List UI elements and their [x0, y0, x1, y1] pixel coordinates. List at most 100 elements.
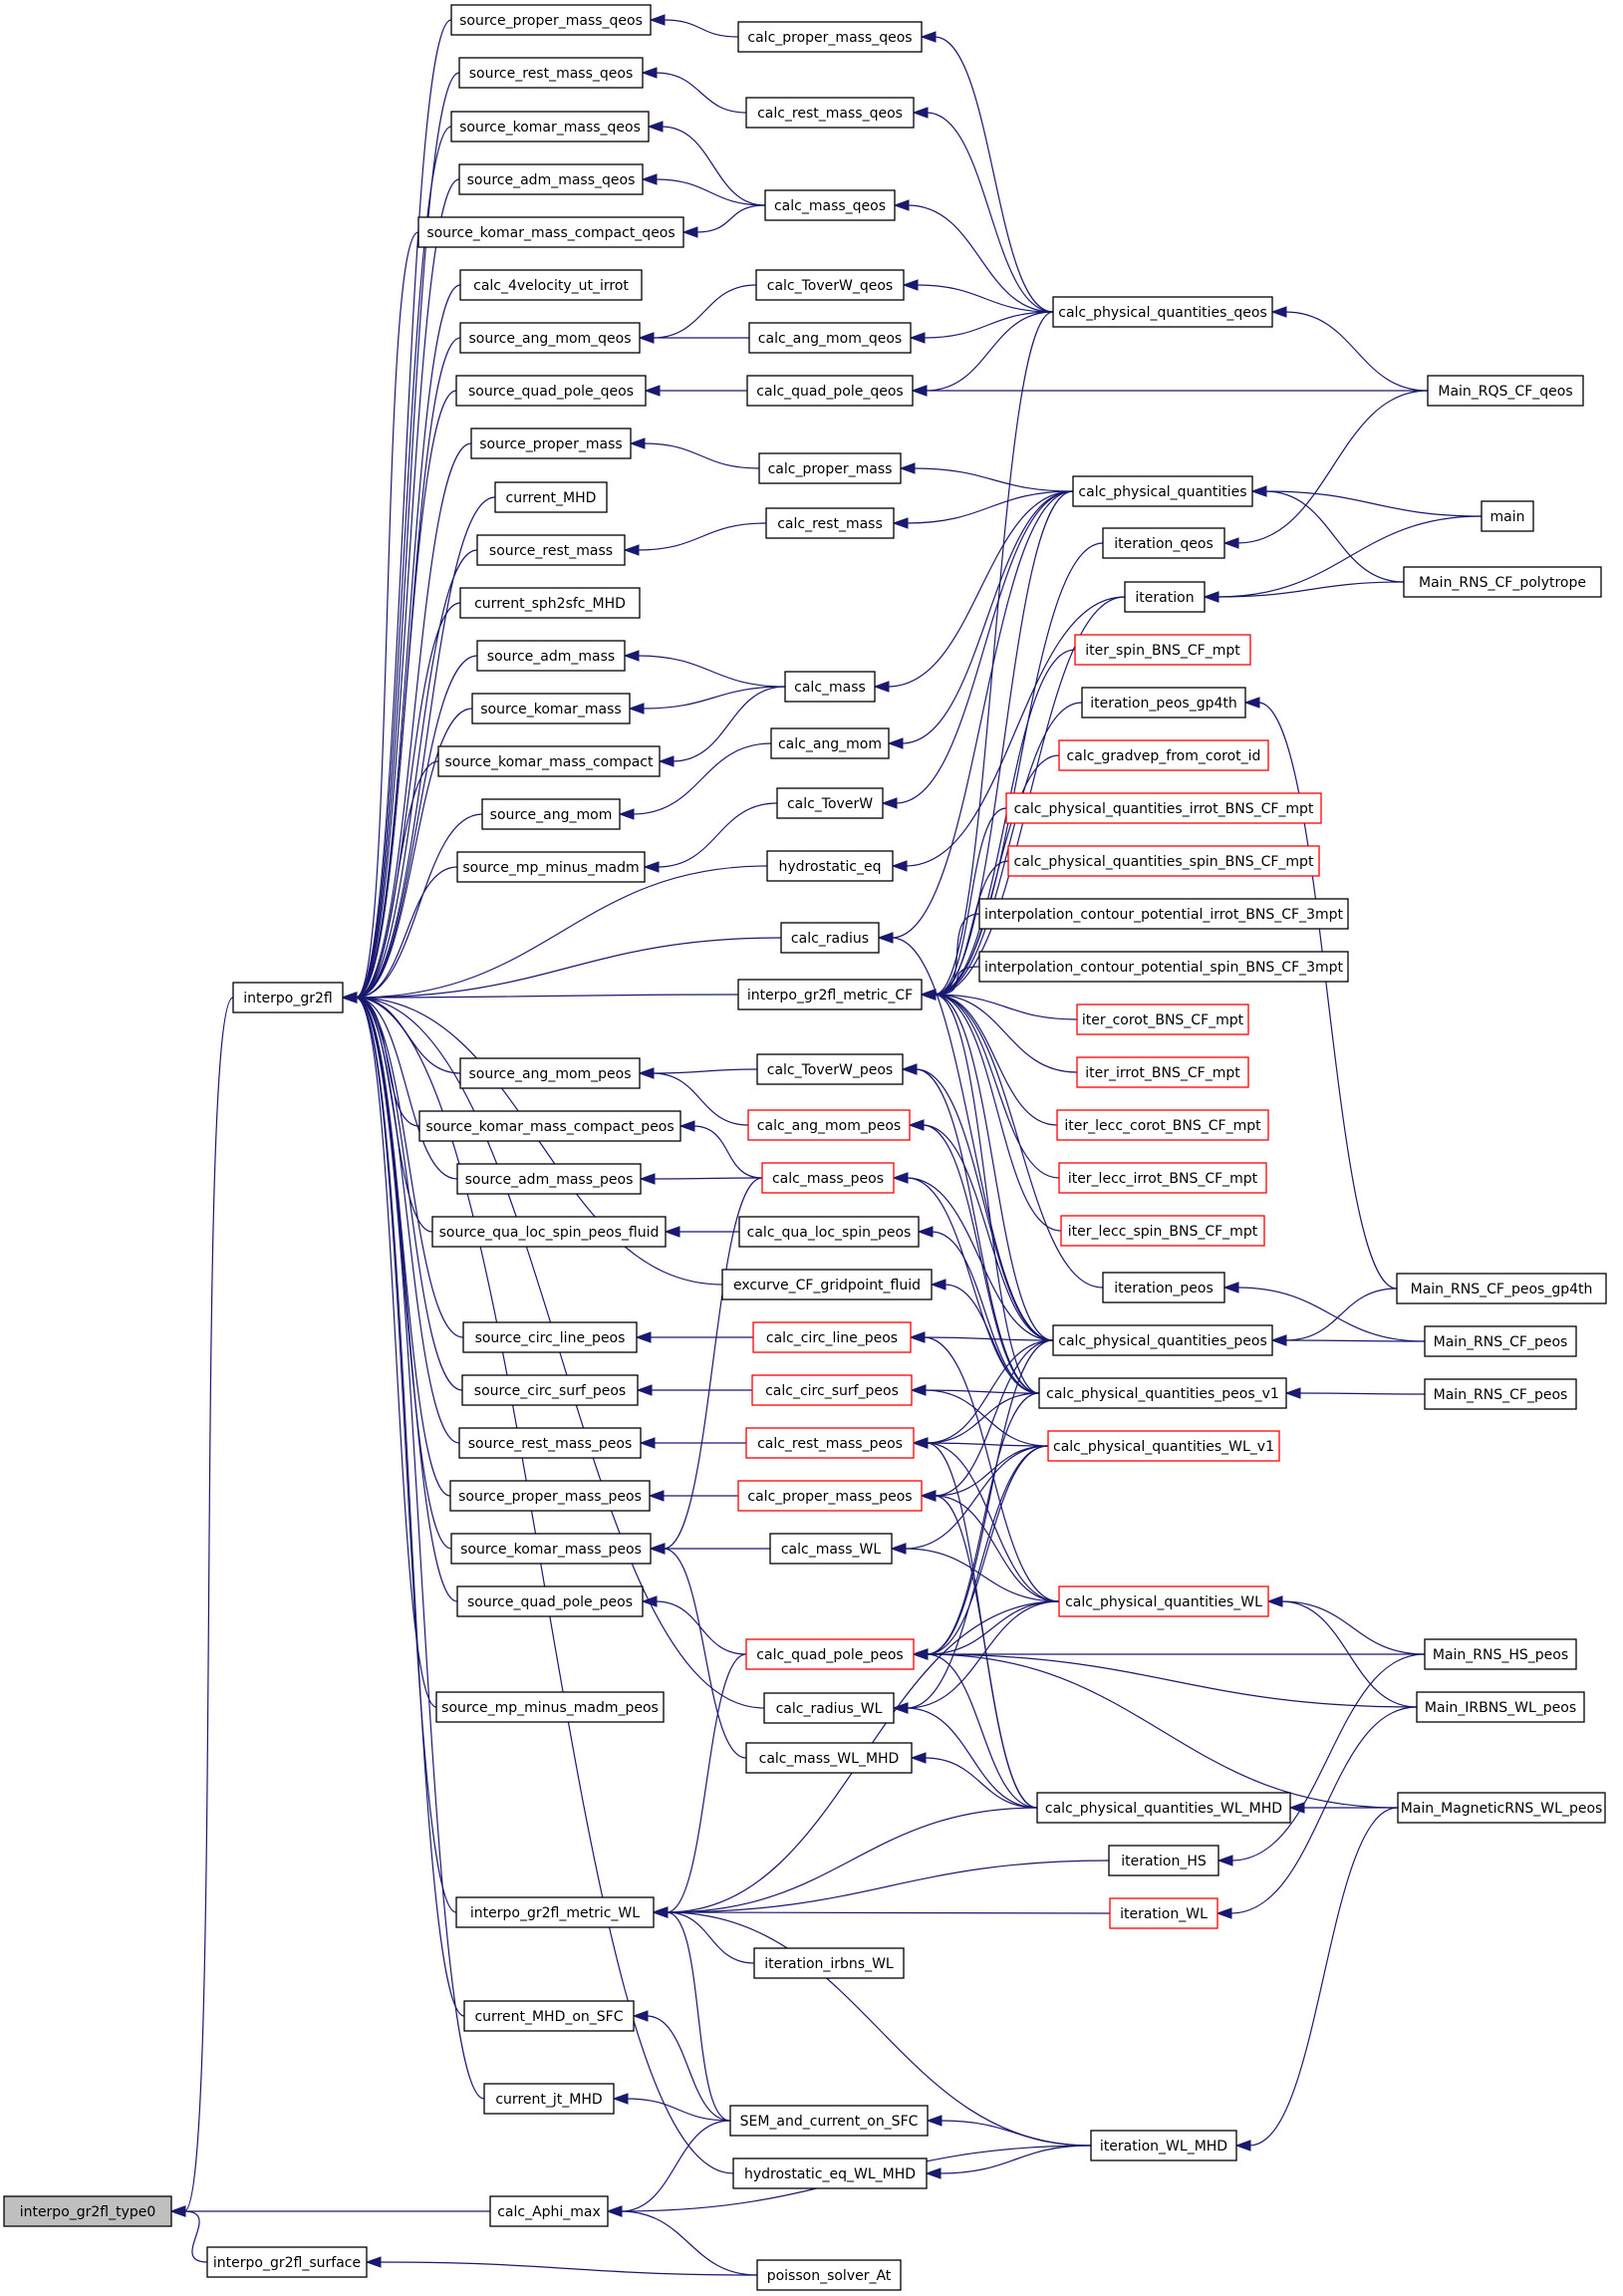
node-box[interactable]: [732, 2157, 928, 2189]
node-box[interactable]: [1036, 1792, 1291, 1824]
node-interpo-gr2fl-type0[interactable]: interpo_gr2fl_type0: [3, 2195, 172, 2227]
node-source-komar-mass-compact-peos[interactable]: source_komar_mass_compact_peos: [418, 1110, 681, 1142]
node-calc-qua-loc-spin-peos[interactable]: calc_qua_loc_spin_peos: [738, 1216, 920, 1248]
node-box[interactable]: [1416, 1691, 1585, 1723]
node-iter-lecc-irrot-bns-cf-mpt[interactable]: iter_lecc_irrot_BNS_CF_mpt: [1058, 1162, 1267, 1194]
node-sem-and-current-on-sfc[interactable]: SEM_and_current_on_SFC: [729, 2105, 929, 2137]
node-box[interactable]: [483, 2083, 615, 2115]
node-calc-physical-quantities-peos-v1[interactable]: calc_physical_quantities_peos_v1: [1038, 1377, 1287, 1409]
node-box[interactable]: [481, 798, 621, 830]
node-box[interactable]: [747, 1109, 911, 1141]
node-source-ang-mom-peos[interactable]: source_ang_mom_peos: [459, 1057, 641, 1089]
node-calc-physical-quantities-irrot-bns-cf-mpt[interactable]: calc_physical_quantities_irrot_BNS_CF_mp…: [1005, 792, 1322, 824]
node-box[interactable]: [456, 1163, 642, 1195]
node-box[interactable]: [978, 898, 1349, 930]
node-iter-lecc-spin-bns-cf-mpt[interactable]: iter_lecc_spin_BNS_CF_mpt: [1060, 1215, 1265, 1247]
node-box[interactable]: [729, 2105, 929, 2137]
node-box[interactable]: [737, 979, 923, 1010]
node-iteration-irbns-wl[interactable]: iteration_irbns_WL: [753, 1947, 905, 1979]
node-box[interactable]: [458, 1427, 642, 1459]
node-box[interactable]: [752, 1321, 912, 1353]
node-source-rest-mass-qeos[interactable]: source_rest_mass_qeos: [458, 57, 644, 89]
node-source-qua-loc-spin-peos-fluid[interactable]: source_qua_loc_spin_peos_fluid: [431, 1216, 667, 1248]
node-box[interactable]: [1481, 500, 1534, 532]
node-box[interactable]: [761, 1162, 895, 1194]
node-iter-corot-bns-cf-mpt[interactable]: iter_corot_BNS_CF_mpt: [1076, 1004, 1249, 1035]
node-current-jt-mhd[interactable]: current_jt_MHD: [483, 2083, 615, 2115]
node-source-rest-mass[interactable]: source_rest_mass: [476, 534, 626, 566]
node-box[interactable]: [745, 97, 915, 129]
node-current-mhd[interactable]: current_MHD: [494, 481, 608, 513]
node-box[interactable]: [745, 1742, 913, 1774]
node-main-rns-cf-polytrope[interactable]: Main_RNS_CF_polytrope: [1403, 566, 1602, 598]
node-iteration-hs[interactable]: iteration_HS: [1108, 1845, 1219, 1876]
node-box[interactable]: [780, 922, 880, 954]
node-box[interactable]: [721, 1269, 933, 1300]
node-box[interactable]: [764, 189, 896, 221]
node-calc-toverw[interactable]: calc_ToverW: [776, 787, 884, 819]
node-source-komar-mass-compact[interactable]: source_komar_mass_compact: [437, 745, 661, 777]
node-box[interactable]: [206, 2246, 368, 2278]
node-calc-ang-mom-qeos[interactable]: calc_ang_mom_qeos: [748, 322, 912, 354]
node-box[interactable]: [1424, 1378, 1577, 1410]
node-calc-rest-mass[interactable]: calc_rest_mass: [765, 507, 895, 539]
node-source-adm-mass[interactable]: source_adm_mass: [476, 640, 626, 672]
node-interpolation-contour-potential-irrot-bns-cf-3mpt[interactable]: interpolation_contour_potential_irrot_BN…: [978, 898, 1349, 930]
node-main-irbns-wl-peos[interactable]: Main_IRBNS_WL_peos: [1416, 1691, 1585, 1723]
node-box[interactable]: [1007, 845, 1320, 877]
node-box[interactable]: [458, 163, 644, 195]
node-box[interactable]: [770, 727, 890, 759]
node-calc-physical-quantities-wl-v1[interactable]: calc_physical_quantities_WL_v1: [1047, 1430, 1280, 1462]
node-iter-spin-bns-cf-mpt[interactable]: iter_spin_BNS_CF_mpt: [1074, 634, 1251, 666]
node-calc-physical-quantities-wl[interactable]: calc_physical_quantities_WL: [1058, 1585, 1269, 1617]
node-calc-circ-surf-peos[interactable]: calc_circ_surf_peos: [751, 1374, 913, 1406]
node-source-ang-mom-qeos[interactable]: source_ang_mom_qeos: [459, 322, 641, 354]
node-box[interactable]: [1397, 1792, 1606, 1824]
node-current-sph2sfc-mhd[interactable]: current_sph2sfc_MHD: [459, 587, 641, 619]
node-box[interactable]: [458, 57, 644, 89]
node-calc-quad-pole-qeos[interactable]: calc_quad_pole_qeos: [746, 375, 914, 407]
node-source-komar-mass-peos[interactable]: source_komar_mass_peos: [450, 1533, 652, 1565]
node-iteration-qeos[interactable]: iteration_qeos: [1102, 527, 1225, 559]
node-calc-circ-line-peos[interactable]: calc_circ_line_peos: [752, 1321, 912, 1353]
node-source-quad-pole-qeos[interactable]: source_quad_pole_qeos: [455, 375, 647, 407]
node-calc-proper-mass[interactable]: calc_proper_mass: [758, 452, 902, 484]
node-calc-physical-quantities-qeos[interactable]: calc_physical_quantities_qeos: [1052, 296, 1273, 328]
node-poisson-solver-at[interactable]: poisson_solver_At: [756, 2259, 902, 2291]
node-box[interactable]: [776, 787, 884, 819]
node-source-mp-minus-madm[interactable]: source_mp_minus_madm: [456, 851, 646, 883]
node-box[interactable]: [1124, 581, 1206, 613]
node-box[interactable]: [476, 640, 626, 672]
node-box[interactable]: [758, 452, 902, 484]
node-excurve-cf-gridpoint-fluid[interactable]: excurve_CF_gridpoint_fluid: [721, 1269, 933, 1300]
node-box[interactable]: [456, 851, 646, 883]
node-calc-physical-quantities[interactable]: calc_physical_quantities: [1072, 475, 1253, 507]
node-box[interactable]: [232, 982, 344, 1013]
node-source-adm-mass-qeos[interactable]: source_adm_mass_qeos: [458, 163, 644, 195]
node-box[interactable]: [1102, 527, 1225, 559]
node-calc-mass-wl-mhd[interactable]: calc_mass_WL_MHD: [745, 1742, 913, 1774]
node-box[interactable]: [462, 1321, 638, 1353]
node-box[interactable]: [1038, 1377, 1287, 1409]
node-box[interactable]: [459, 1057, 641, 1089]
node-box[interactable]: [1090, 2130, 1237, 2161]
node-source-proper-mass-qeos[interactable]: source_proper_mass_qeos: [450, 4, 652, 36]
node-box[interactable]: [494, 481, 608, 513]
node-box[interactable]: [1058, 1585, 1269, 1617]
node-box[interactable]: [459, 587, 641, 619]
node-iteration-peos-gp4th[interactable]: iteration_peos_gp4th: [1081, 687, 1246, 718]
node-box[interactable]: [455, 1896, 655, 1928]
node-calc-mass-wl[interactable]: calc_mass_WL: [769, 1533, 893, 1565]
node-box[interactable]: [769, 1533, 893, 1565]
node-box[interactable]: [1109, 1897, 1218, 1929]
node-box[interactable]: [1005, 792, 1322, 824]
node-calc-rest-mass-qeos[interactable]: calc_rest_mass_qeos: [745, 97, 915, 129]
node-calc-quad-pole-peos[interactable]: calc_quad_pole_peos: [745, 1638, 915, 1670]
node-calc-mass-peos[interactable]: calc_mass_peos: [761, 1162, 895, 1194]
node-source-proper-mass[interactable]: source_proper_mass: [470, 428, 632, 459]
node-source-komar-mass-compact-qeos[interactable]: source_komar_mass_compact_qeos: [417, 216, 684, 248]
node-box[interactable]: [1052, 1324, 1273, 1356]
node-box[interactable]: [1058, 739, 1269, 771]
node-source-mp-minus-madm-peos[interactable]: source_mp_minus_madm_peos: [435, 1691, 665, 1723]
node-box[interactable]: [755, 269, 905, 301]
